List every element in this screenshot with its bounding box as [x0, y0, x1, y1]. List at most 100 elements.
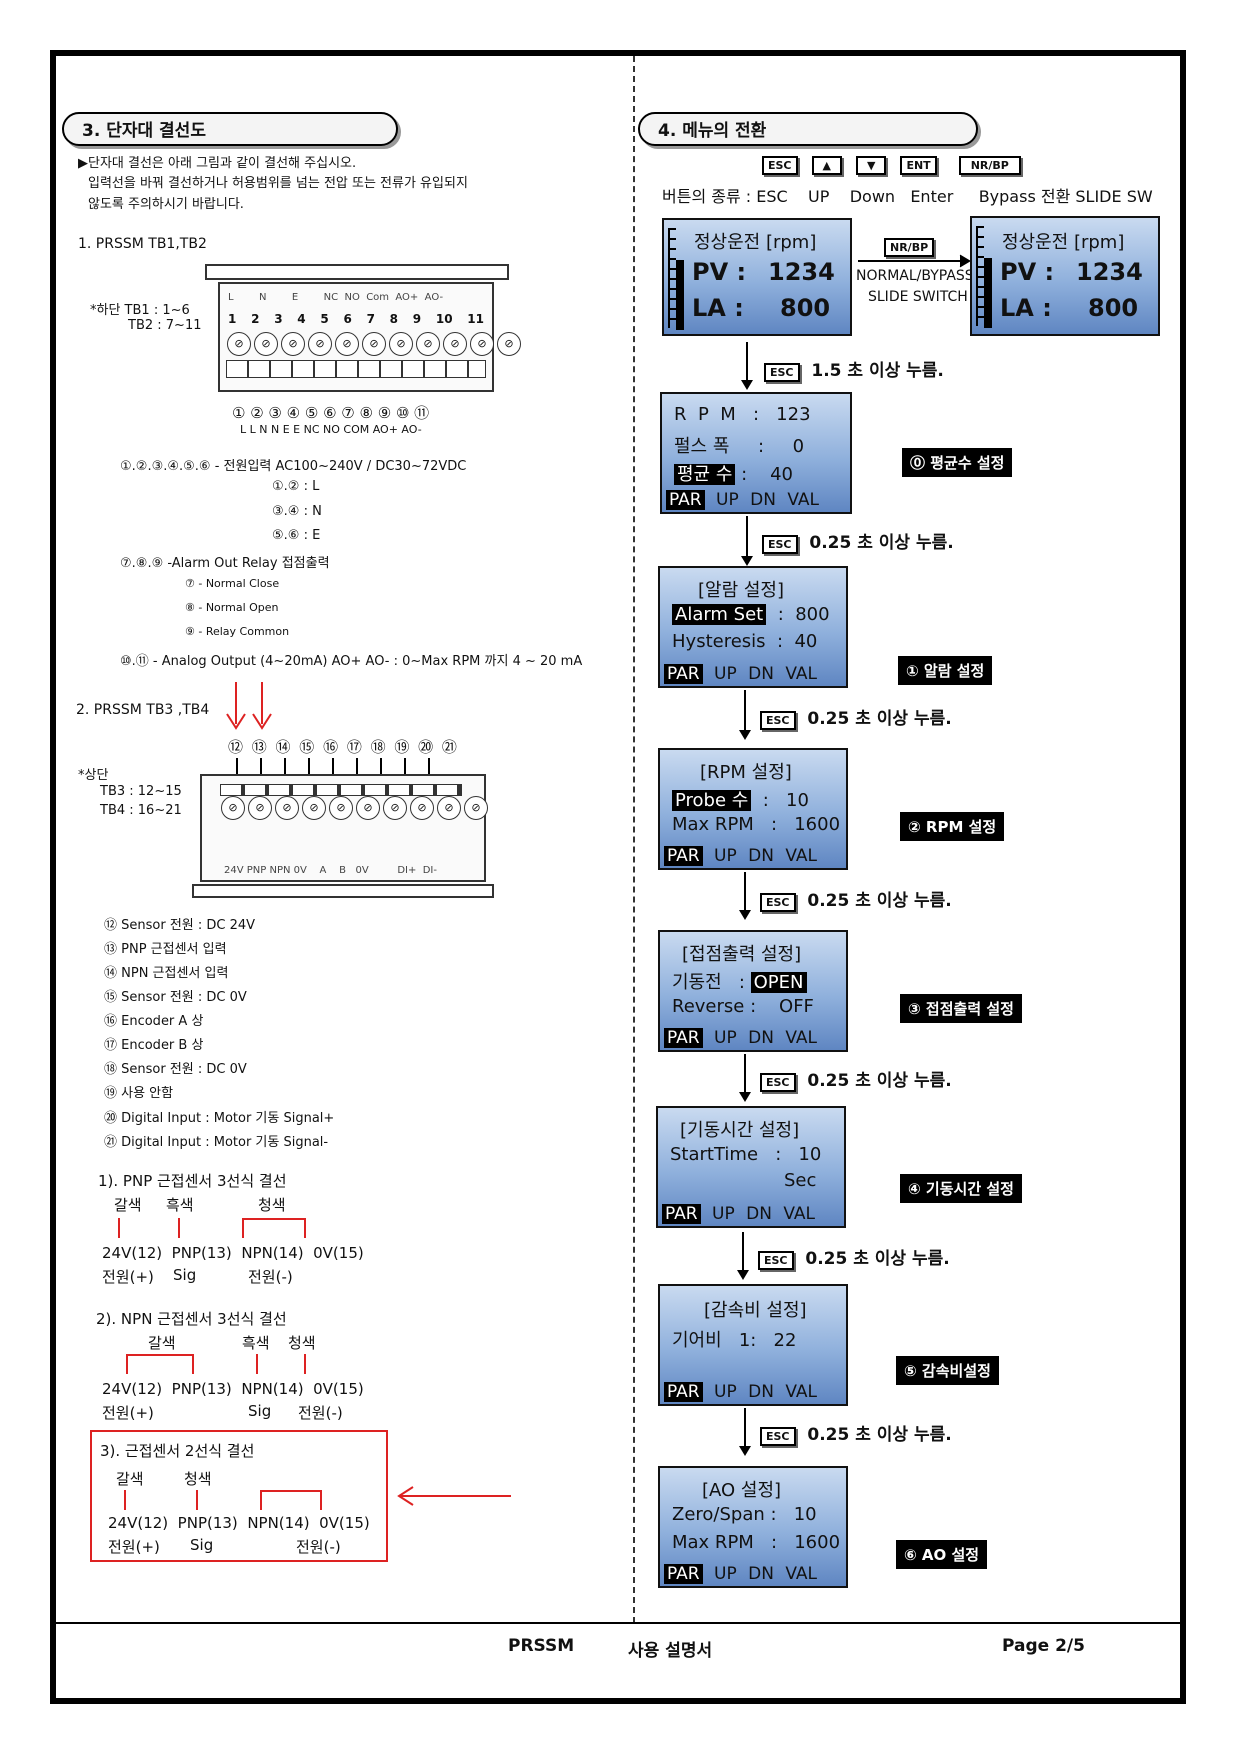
menu-tag-average: ⓪ 평균수 설정: [902, 448, 1013, 477]
tb34-note: TB4 : 16~21: [100, 803, 182, 818]
tb12-note: *하단 TB1 : 1~6: [90, 303, 190, 318]
tb12-number-row: 1 2 3 4 5 6 7 8 9 10 11: [228, 312, 484, 326]
lcd-pv-label: PV :: [692, 258, 747, 286]
flow-arrow: [742, 1232, 744, 1272]
terminal-number: 2: [251, 312, 260, 326]
lcd-contact-output-setting: [접점출력 설정] 기동전 : OPEN Reverse : OFF PAR U…: [658, 930, 848, 1052]
tb34-desc: ㉑ Digital Input : Motor 기동 Signal-: [104, 1135, 329, 1150]
menu-tag-rpm: ② RPM 설정: [900, 812, 1005, 841]
wiring-sub: 전원(-): [248, 1268, 293, 1286]
lcd-start-time-setting: [기동시간 설정] StartTime : 10 Sec PAR UP DN V…: [656, 1106, 846, 1228]
screw-icon: ⊘: [227, 332, 251, 356]
flow-arrowhead: [739, 1092, 751, 1102]
tb34-desc: ⑱ Sensor 전원 : DC 0V: [104, 1062, 247, 1077]
lcd-title: [AO 설정]: [702, 1480, 782, 1501]
esc-button-icon: ESC: [762, 156, 798, 175]
menu-tag-contact-output: ③ 접점출력 설정: [900, 994, 1022, 1023]
screw-icon: ⊘: [248, 796, 272, 820]
switch-text: NORMAL/BYPASS: [856, 268, 974, 284]
tb34-desc: ⑭ NPN 근접센서 입력: [104, 966, 229, 981]
wiring-terminals: 24V(12) PNP(13) NPN(14) 0V(15): [102, 1380, 364, 1398]
lcd-value: : 800: [766, 604, 830, 625]
wire-line: [260, 1490, 262, 1510]
wire-color-label: 청색: [184, 1470, 212, 1488]
section-title-terminal: 3. 단자대 결선도: [62, 112, 398, 146]
wire-line: [242, 1218, 244, 1238]
menu-tag-gear-ratio: ⑤ 감속비설정: [896, 1356, 999, 1385]
wiring-sub: 전원(-): [296, 1538, 341, 1556]
wiring-title: 1). PNP 근접센서 3선식 결선: [98, 1172, 287, 1190]
lcd-rpm-setting: [RPM 설정] Probe 수 : 10 Max RPM : 1600 PAR…: [658, 748, 848, 870]
lcd-la-label: LA :: [1000, 294, 1052, 322]
tb34-terminal-block: ⊘⊘⊘⊘⊘⊘⊘⊘⊘⊘ 24V PNP NPN 0V A B 0V DI+ DI-: [200, 774, 489, 882]
wire-line: [304, 1218, 306, 1238]
esc-instruction: ESC 0.25 초 이상 누름.: [758, 1244, 950, 1270]
tb12-desc: ⑨ - Relay Common: [185, 625, 290, 638]
lcd-la-value: 800: [780, 294, 831, 322]
wiring-terminals: 24V(12) PNP(13) NPN(14) 0V(15): [102, 1244, 364, 1262]
tb34-bottom-labels: 24V PNP NPN 0V A B 0V DI+ DI-: [224, 865, 437, 876]
tb34-title: 2. PRSSM TB3 ,TB4: [76, 702, 210, 718]
screw-icon: ⊘: [443, 332, 467, 356]
footer-page-number: Page 2/5: [1002, 1636, 1085, 1656]
lcd-softkeys: PAR UP DN VAL: [664, 1028, 817, 1048]
tb34-note: TB3 : 12~15: [100, 784, 182, 799]
lcd-line: R P M : 123: [674, 404, 811, 425]
terminal-number: 4: [297, 312, 306, 326]
lcd-softkeys: PAR UP DN VAL: [664, 1564, 817, 1584]
tb34-screw-row: ⊘⊘⊘⊘⊘⊘⊘⊘⊘⊘: [220, 796, 489, 820]
wire-line: [260, 1490, 322, 1492]
wire-color-label: 청색: [288, 1334, 316, 1352]
tb12-circled-numbers: ① ② ③ ④ ⑤ ⑥ ⑦ ⑧ ⑨ ⑩ ⑪: [232, 404, 430, 422]
wire-line: [304, 1354, 306, 1374]
tb12-top-labels: L N E NC NO Com AO+ AO-: [228, 292, 444, 303]
tb34-desc: ⑰ Encoder B 상: [104, 1038, 204, 1053]
intro-line: ▶단자대 결선은 아래 그림과 같이 결선해 주십시오.: [78, 156, 357, 171]
wire-line: [124, 1490, 126, 1510]
lcd-softkeys: PAR UP DN VAL: [664, 1382, 817, 1402]
screw-icon: ⊘: [437, 796, 461, 820]
wire-line: [126, 1354, 128, 1374]
lcd-la-label: LA :: [692, 294, 744, 322]
lcd-softkeys: PAR UP DN VAL: [664, 664, 817, 684]
lcd-normal-run: 정상운전 [rpm] PV : 1234 LA : 800: [662, 218, 852, 336]
screw-icon: ⊘: [410, 796, 434, 820]
tb12-desc: ①.② : L: [272, 479, 320, 494]
lcd-bypass-run: 정상운전 [rpm] PV : 1234 LA : 800: [970, 216, 1160, 336]
tb12-rail: [205, 264, 509, 280]
tb12-desc: ①.②.③.④.⑤.⑥ - 전원입력 AC100~240V / DC30~72V…: [120, 459, 467, 474]
esc-instruction: ESC 0.25 초 이상 누름.: [760, 886, 952, 912]
level-bar-icon: [668, 228, 676, 328]
screw-icon: ⊘: [329, 796, 353, 820]
menu-tag-alarm: ① 알람 설정: [898, 656, 993, 685]
screw-icon: ⊘: [308, 332, 332, 356]
screw-icon: ⊘: [275, 796, 299, 820]
terminal-number: 1: [228, 312, 237, 326]
lcd-title: 정상운전 [rpm]: [1002, 232, 1125, 253]
page-frame: [50, 50, 1186, 1704]
flow-arrow: [746, 516, 748, 558]
tb12-desc: ⑦.⑧.⑨ -Alarm Out Relay 접점출력: [120, 556, 330, 571]
lcd-label: 기동전 :: [672, 972, 751, 993]
lcd-ao-setting: [AO 설정] Zero/Span : 10 Max RPM : 1600 PA…: [658, 1466, 848, 1588]
lcd-selected-item: OPEN: [750, 972, 807, 993]
flow-arrowhead: [739, 1446, 751, 1456]
up-button-icon: ▲: [811, 156, 842, 175]
bypass-switch-box: NR/BP: [884, 236, 935, 257]
intro-line: 않도록 주의하시기 바랍니다.: [88, 197, 244, 212]
tb12-desc: ⑩.⑪ - Analog Output (4~20mA) AO+ AO- : 0…: [120, 654, 583, 669]
lcd-line: Max RPM : 1600: [672, 814, 841, 835]
tb34-clamp-row: [220, 784, 462, 796]
tb34-desc: ⑮ Sensor 전원 : DC 0V: [104, 990, 247, 1005]
wire-line: [118, 1218, 120, 1238]
tb34-circled-numbers: ⑫ ⑬ ⑭ ⑮ ⑯ ⑰ ⑱ ⑲ ⑳ ㉑: [228, 738, 459, 756]
lcd-line: 펄스 폭 : 0: [674, 436, 805, 457]
terminal-number: 9: [412, 312, 422, 326]
wiring-sub: 전원(+): [108, 1538, 160, 1556]
tb12-desc: ⑦ - Normal Close: [185, 577, 280, 590]
lcd-alarm-setting: [알람 설정] Alarm Set : 800 Hysteresis : 40 …: [658, 566, 848, 688]
wire-line: [178, 1218, 180, 1238]
wire-color-label: 갈색: [114, 1196, 142, 1214]
down-button-icon: ▼: [855, 156, 887, 175]
esc-instruction: ESC 0.25 초 이상 누름.: [762, 528, 954, 554]
